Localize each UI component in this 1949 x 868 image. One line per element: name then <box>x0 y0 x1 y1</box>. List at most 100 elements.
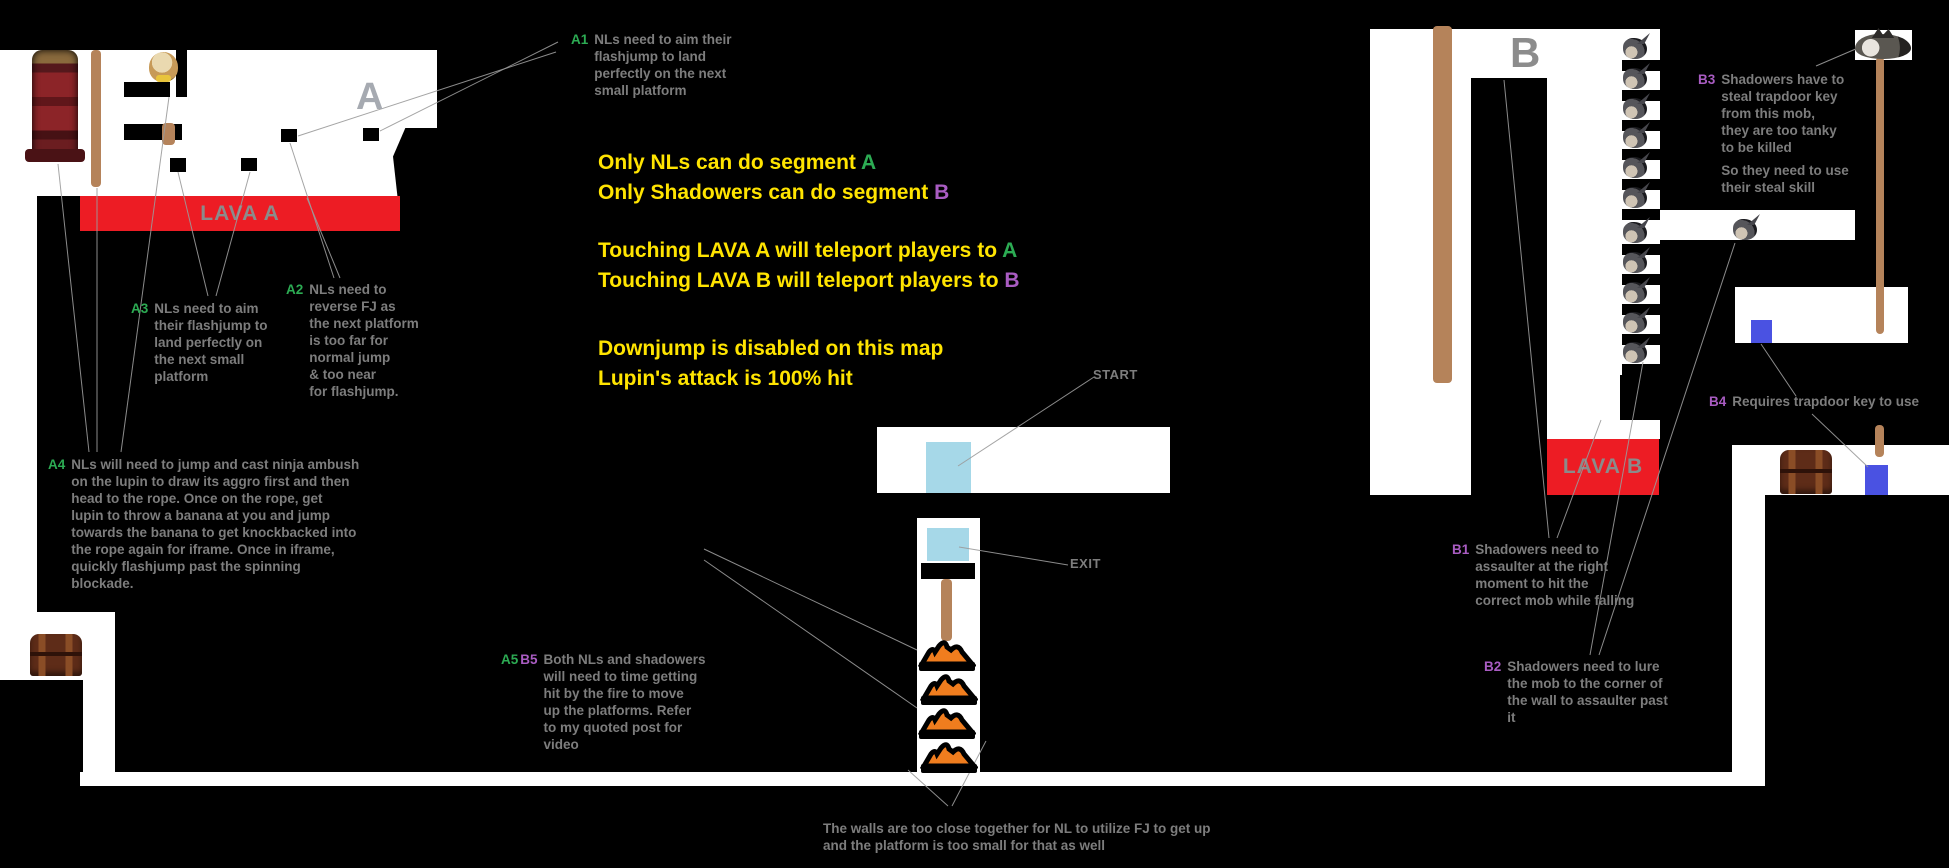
annotation-label-a5: A5 <box>501 652 519 667</box>
annotation-line: small platform <box>594 83 687 98</box>
annotation-line: NLs will need to jump and cast ninja amb… <box>71 457 360 472</box>
rule-text: Downjump is disabled on this map <box>598 337 944 360</box>
annotation-line: towards the banana to get knockbacked in… <box>71 525 357 540</box>
map-walkable-area <box>0 196 37 612</box>
platform <box>363 128 379 141</box>
annotation-line: to my quoted post for <box>543 720 683 735</box>
annotation-b1-label: B1 <box>1452 541 1469 609</box>
annotation-line: Shadowers need to lure <box>1507 659 1660 674</box>
rope <box>1433 26 1452 383</box>
rule-note-line: Touching LAVA A will teleport players to… <box>598 236 1020 266</box>
annotation-b4-text: Requires trapdoor key to use <box>1732 393 1919 410</box>
annotation-line: Requires trapdoor key to use <box>1732 394 1920 409</box>
annotation-label-b3: B3 <box>1698 72 1716 87</box>
annotation-line: is too far for <box>309 333 389 348</box>
rule-note-line: Only Shadowers can do segment B <box>598 178 1020 208</box>
rope <box>1876 57 1884 334</box>
annotation-line: it <box>1507 710 1516 725</box>
fire-obstacle-sprite <box>919 672 980 705</box>
annotation-line: the next platform <box>309 316 419 331</box>
leader-line <box>1815 47 1859 67</box>
segment-b-letter: B <box>1510 29 1541 76</box>
annotation-b4: B4 Requires trapdoor key to use <box>1709 393 1919 410</box>
annotation-b3-label: B3 <box>1698 71 1715 196</box>
platform <box>1620 375 1660 420</box>
lava-a-zone-label: LAVA A <box>200 201 280 225</box>
leader-line <box>703 548 918 651</box>
platform <box>1622 90 1660 101</box>
segment-a-letter: A <box>356 76 384 118</box>
annotation-line: lupin to throw a banana at you and jump <box>71 508 331 523</box>
lupin-monkey-mob-sprite <box>149 52 178 82</box>
annotation-line: The walls are too close together for NL … <box>823 821 1211 836</box>
rule-text: Touching LAVA A will teleport players to <box>598 239 1003 262</box>
annotation-a4: A4 NLs will need to jump and cast ninja a… <box>48 456 359 592</box>
rule-note-line: Only NLs can do segment A <box>598 148 1020 178</box>
annotation-line: normal jump <box>309 350 391 365</box>
annotation-a3-label: A3 <box>131 300 148 385</box>
rule-text: Touching LAVA B will teleport players to <box>598 269 1005 292</box>
start-portal <box>926 442 971 493</box>
annotation-line: So they need to use <box>1721 163 1849 178</box>
annotation-label-a4: A4 <box>48 457 66 472</box>
annotation-b3: B3 Shadowers have to steal trapdoor key fro… <box>1698 71 1849 196</box>
fire-obstacle-sprite <box>917 638 978 671</box>
falling-mob-sprite <box>1623 68 1647 89</box>
falling-mob-sprite <box>1623 222 1647 243</box>
exit-portal <box>927 528 969 561</box>
annotation-line: to be killed <box>1721 140 1792 155</box>
lava-b-zone: LAVA B <box>1547 439 1659 495</box>
rope <box>1875 425 1884 457</box>
annotation-a4-label: A4 <box>48 456 65 592</box>
platform <box>1622 60 1660 71</box>
annotation-line: correct mob while falling <box>1475 593 1635 608</box>
start-label: START <box>1093 367 1138 382</box>
map-walkable-area <box>1732 445 1765 786</box>
annotation-walls-text: The walls are too close together for NL … <box>823 820 1211 854</box>
annotation-line: they are too tanky <box>1721 123 1837 138</box>
rule-text: Lupin's attack is 100% hit <box>598 367 853 390</box>
annotation-line: platform <box>154 369 209 384</box>
fire-obstacle-sprite <box>917 706 978 739</box>
annotation-line: Shadowers have to <box>1721 72 1845 87</box>
annotation-line: video <box>543 737 579 752</box>
annotation-line: NLs need to aim their <box>594 32 732 47</box>
annotation-b2-label: B2 <box>1484 658 1501 726</box>
trapdoor-key-mob-sprite <box>1855 34 1911 59</box>
platform <box>170 158 186 172</box>
platform <box>241 158 257 171</box>
rule-text: Only NLs can do segment <box>598 151 861 174</box>
falling-mob-sprite <box>1623 98 1647 119</box>
trapdoor-portal <box>1751 320 1772 343</box>
annotation-line: steal trapdoor key <box>1721 89 1838 104</box>
annotation-line: up the platforms. Refer <box>543 703 692 718</box>
spinning-blockade-totem-sprite <box>25 50 85 162</box>
annotation-line: their steal skill <box>1721 180 1816 195</box>
segment-ref-letter: A <box>860 151 877 174</box>
annotation-a2-label: A2 <box>286 281 303 400</box>
segment-ref-letter: A <box>1002 239 1018 262</box>
annotation-line: land perfectly on <box>154 335 263 350</box>
annotation-a1-label: A1 <box>571 31 588 99</box>
annotation-b4-label: B4 <box>1709 393 1726 410</box>
annotation-line: the wall to assaulter past <box>1507 693 1668 708</box>
annotation-label-b4: B4 <box>1709 394 1727 409</box>
platform <box>921 563 975 579</box>
annotation-line: from this mob, <box>1721 106 1816 121</box>
platform <box>1622 149 1660 160</box>
falling-mob-sprite <box>1623 342 1647 363</box>
trapdoor-portal <box>1865 465 1888 495</box>
falling-mob-sprite <box>1733 219 1757 240</box>
falling-mob-sprite <box>1623 312 1647 333</box>
annotation-line: assaulter at the right <box>1475 559 1609 574</box>
map-walkable-area <box>83 680 115 772</box>
falling-mob-sprite <box>1623 157 1647 178</box>
